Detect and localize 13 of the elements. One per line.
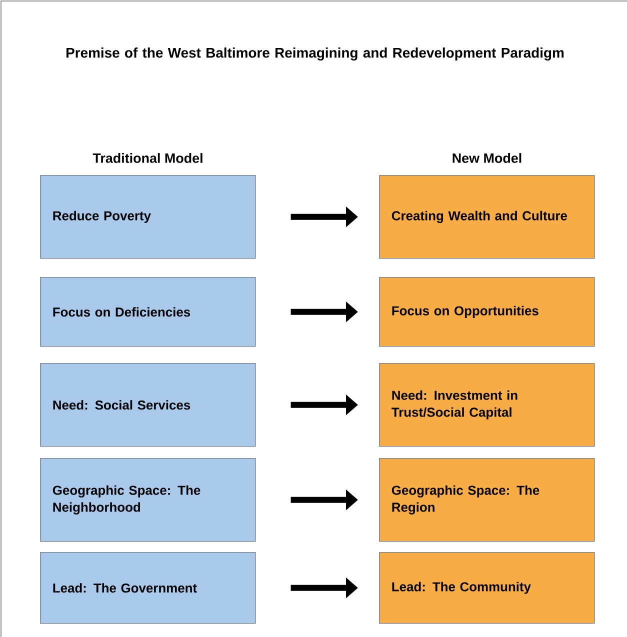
title: Premise of the West Baltimore Reimagining and Redevelopment Paradigm: [66, 47, 564, 61]
process-box: Reduce Poverty: [40, 175, 256, 259]
column-heading: New Model: [452, 153, 522, 163]
process-box: Geographic Space: The Neighborhood: [40, 458, 256, 542]
process-box: Need: Investment in Trust/Social Capital: [379, 363, 595, 447]
process-box: Geographic Space: The Region: [379, 458, 595, 542]
process-box: Focus on Deficiencies: [40, 277, 256, 347]
process-box: Creating Wealth and Culture: [379, 175, 595, 259]
process-box: Focus on Opportunities: [379, 277, 595, 347]
process-box: Need: Social Services: [40, 363, 256, 447]
column-heading: Traditional Model: [92, 153, 202, 163]
process-box: Lead: The Community: [379, 552, 595, 624]
process-box: Lead: The Government: [40, 552, 256, 624]
